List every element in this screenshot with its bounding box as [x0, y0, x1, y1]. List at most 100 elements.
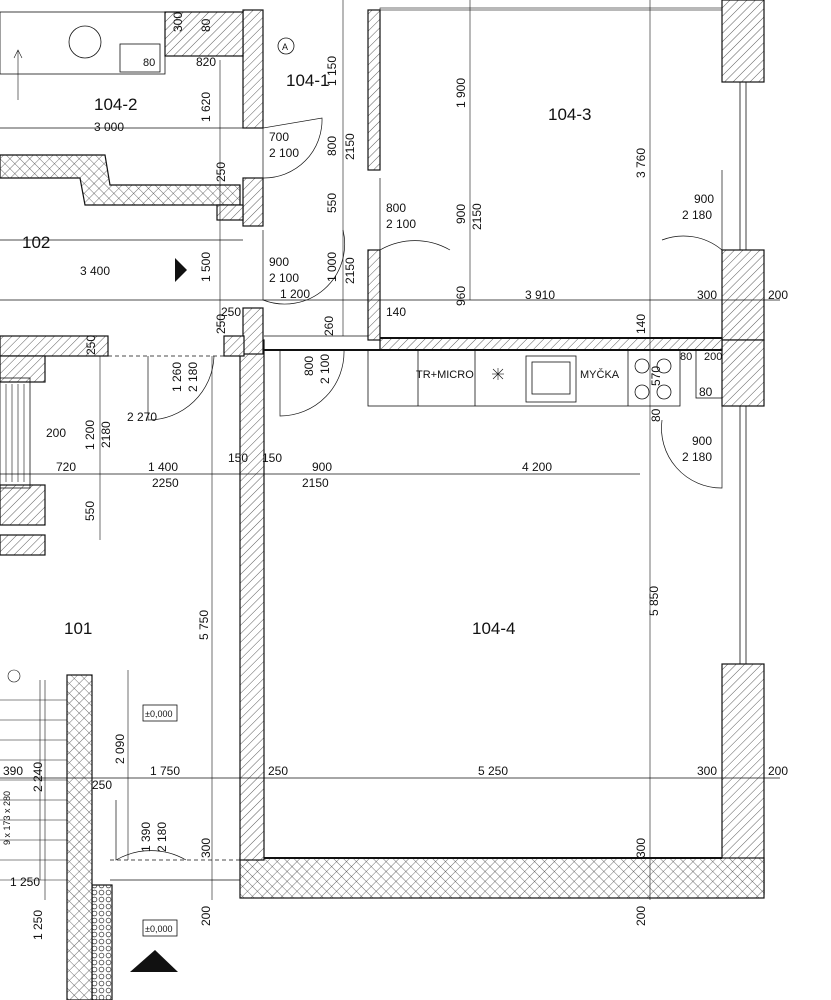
dim-label: 1 400: [148, 460, 178, 474]
dim-label: 1 390: [139, 822, 153, 852]
dim-label: 2 100: [318, 354, 332, 384]
dim-label: 200: [634, 906, 648, 926]
dimension-labels: 820 3 000 700 2 100 800 2 100 900 2 180 …: [3, 12, 788, 940]
dim-label: 3 760: [634, 148, 648, 178]
dim-label: 820: [196, 55, 216, 69]
dim-label: 2150: [343, 133, 357, 160]
room-labels: 101 102 104-1 104-2 104-3 104-4: [22, 71, 591, 638]
fixture-labels: TR+MICRO MYČKA 80 80 200: [143, 57, 722, 381]
walls: [0, 0, 765, 1000]
room-label-101: 101: [64, 619, 92, 638]
room-label-102: 102: [22, 233, 50, 252]
dim-label: 80: [199, 18, 213, 32]
dim-label: 2 100: [269, 271, 299, 285]
dim-label: 2 180: [682, 208, 712, 222]
dim-label: 200: [768, 288, 788, 302]
dim-label: 300: [199, 838, 213, 858]
dim-label: 1 500: [199, 252, 213, 282]
dim-label: 2180: [99, 421, 113, 448]
dim-label: 700: [269, 130, 289, 144]
dim-label: 1 200: [280, 287, 310, 301]
dim-label: 250: [214, 314, 228, 334]
doors: [115, 117, 723, 972]
dim-label: 800: [386, 201, 406, 215]
dim-label: 3 910: [525, 288, 555, 302]
dim-label: 300: [634, 838, 648, 858]
dim-label: 2 100: [386, 217, 416, 231]
stairs-spec: 9 x 173 x 280: [2, 791, 12, 845]
level-markers: ±0,000 ±0,000 A 9 x 173 x 280: [2, 37, 295, 937]
dim-label: 1 620: [199, 92, 213, 122]
dim-label: 4 200: [522, 460, 552, 474]
room-label-104-3: 104-3: [548, 105, 591, 124]
dim-label: 3 000: [94, 120, 124, 134]
dim-label: 140: [634, 314, 648, 334]
dim-label: 900: [692, 434, 712, 448]
dim-label: 390: [3, 764, 23, 778]
dim-label: 3 400: [80, 264, 110, 278]
dim-label: 1 150: [325, 56, 339, 86]
dim-label: 1 000: [325, 252, 339, 282]
dim-label: 250: [268, 764, 288, 778]
dim-label: 1 250: [10, 875, 40, 889]
stairs-treads: [0, 669, 67, 881]
dim-label: 1 200: [83, 420, 97, 450]
dim-label: 720: [56, 460, 76, 474]
dim-label: 900: [694, 192, 714, 206]
axis-marker-a: A: [282, 42, 288, 52]
dim-label: 250: [92, 778, 112, 792]
dim-label: 200: [768, 764, 788, 778]
dim-label: 900: [269, 255, 289, 269]
dim-label: 900: [454, 204, 468, 224]
room-label-104-2: 104-2: [94, 95, 137, 114]
dim-label: 80: [699, 385, 713, 399]
dim-label: 2 180: [155, 822, 169, 852]
box-80-label: 80: [680, 351, 692, 363]
dim-label: 250: [84, 335, 98, 355]
dim-label: 5 750: [197, 610, 211, 640]
dim-label: 140: [386, 305, 406, 319]
dim-label: 250: [221, 305, 241, 319]
dim-label: 2250: [152, 476, 179, 490]
dim-label: 200: [46, 426, 66, 440]
dim-label: 250: [214, 162, 228, 182]
fridge-micro-label: TR+MICRO: [416, 369, 474, 381]
dim-label: 150: [262, 451, 282, 465]
dim-label: 800: [325, 136, 339, 156]
dim-label: 2150: [343, 257, 357, 284]
dim-label: 1 250: [31, 910, 45, 940]
dim-label: 960: [454, 286, 468, 306]
dim-label: 2 180: [186, 362, 200, 392]
dim-label: 2 100: [269, 146, 299, 160]
dim-label: 800: [302, 356, 316, 376]
dim-label: 300: [697, 288, 717, 302]
dim-label: 2 270: [127, 410, 157, 424]
dim-label: 2150: [470, 203, 484, 230]
dim-label: 1 750: [150, 764, 180, 778]
dim-label: 2 240: [31, 762, 45, 792]
entrance-arrow-102: [175, 258, 187, 282]
dim-label: 900: [312, 460, 332, 474]
dim-label: 2 180: [682, 450, 712, 464]
level-marker-1: ±0,000: [145, 709, 172, 719]
plan-lines: [0, 0, 780, 900]
box-200-label: 200: [704, 351, 722, 363]
level-marker-2: ±0,000: [145, 924, 172, 934]
sink-size-label: 80: [143, 57, 155, 69]
dim-label: 5 250: [478, 764, 508, 778]
dim-label: 570: [649, 366, 663, 386]
dim-label: 80: [649, 408, 663, 422]
dim-label: 300: [697, 764, 717, 778]
dim-label: 1 900: [454, 78, 468, 108]
dim-label: 5 850: [647, 586, 661, 616]
dim-label: 1 260: [170, 362, 184, 392]
room-label-104-4: 104-4: [472, 619, 515, 638]
dim-label: 2 090: [113, 734, 127, 764]
asterisk-icon: [492, 368, 504, 380]
dim-label: 2150: [302, 476, 329, 490]
room-label-104-1: 104-1: [286, 71, 329, 90]
dim-label: 150: [228, 451, 248, 465]
dishwasher-label: MYČKA: [580, 368, 620, 381]
dim-label: 300: [171, 12, 185, 32]
